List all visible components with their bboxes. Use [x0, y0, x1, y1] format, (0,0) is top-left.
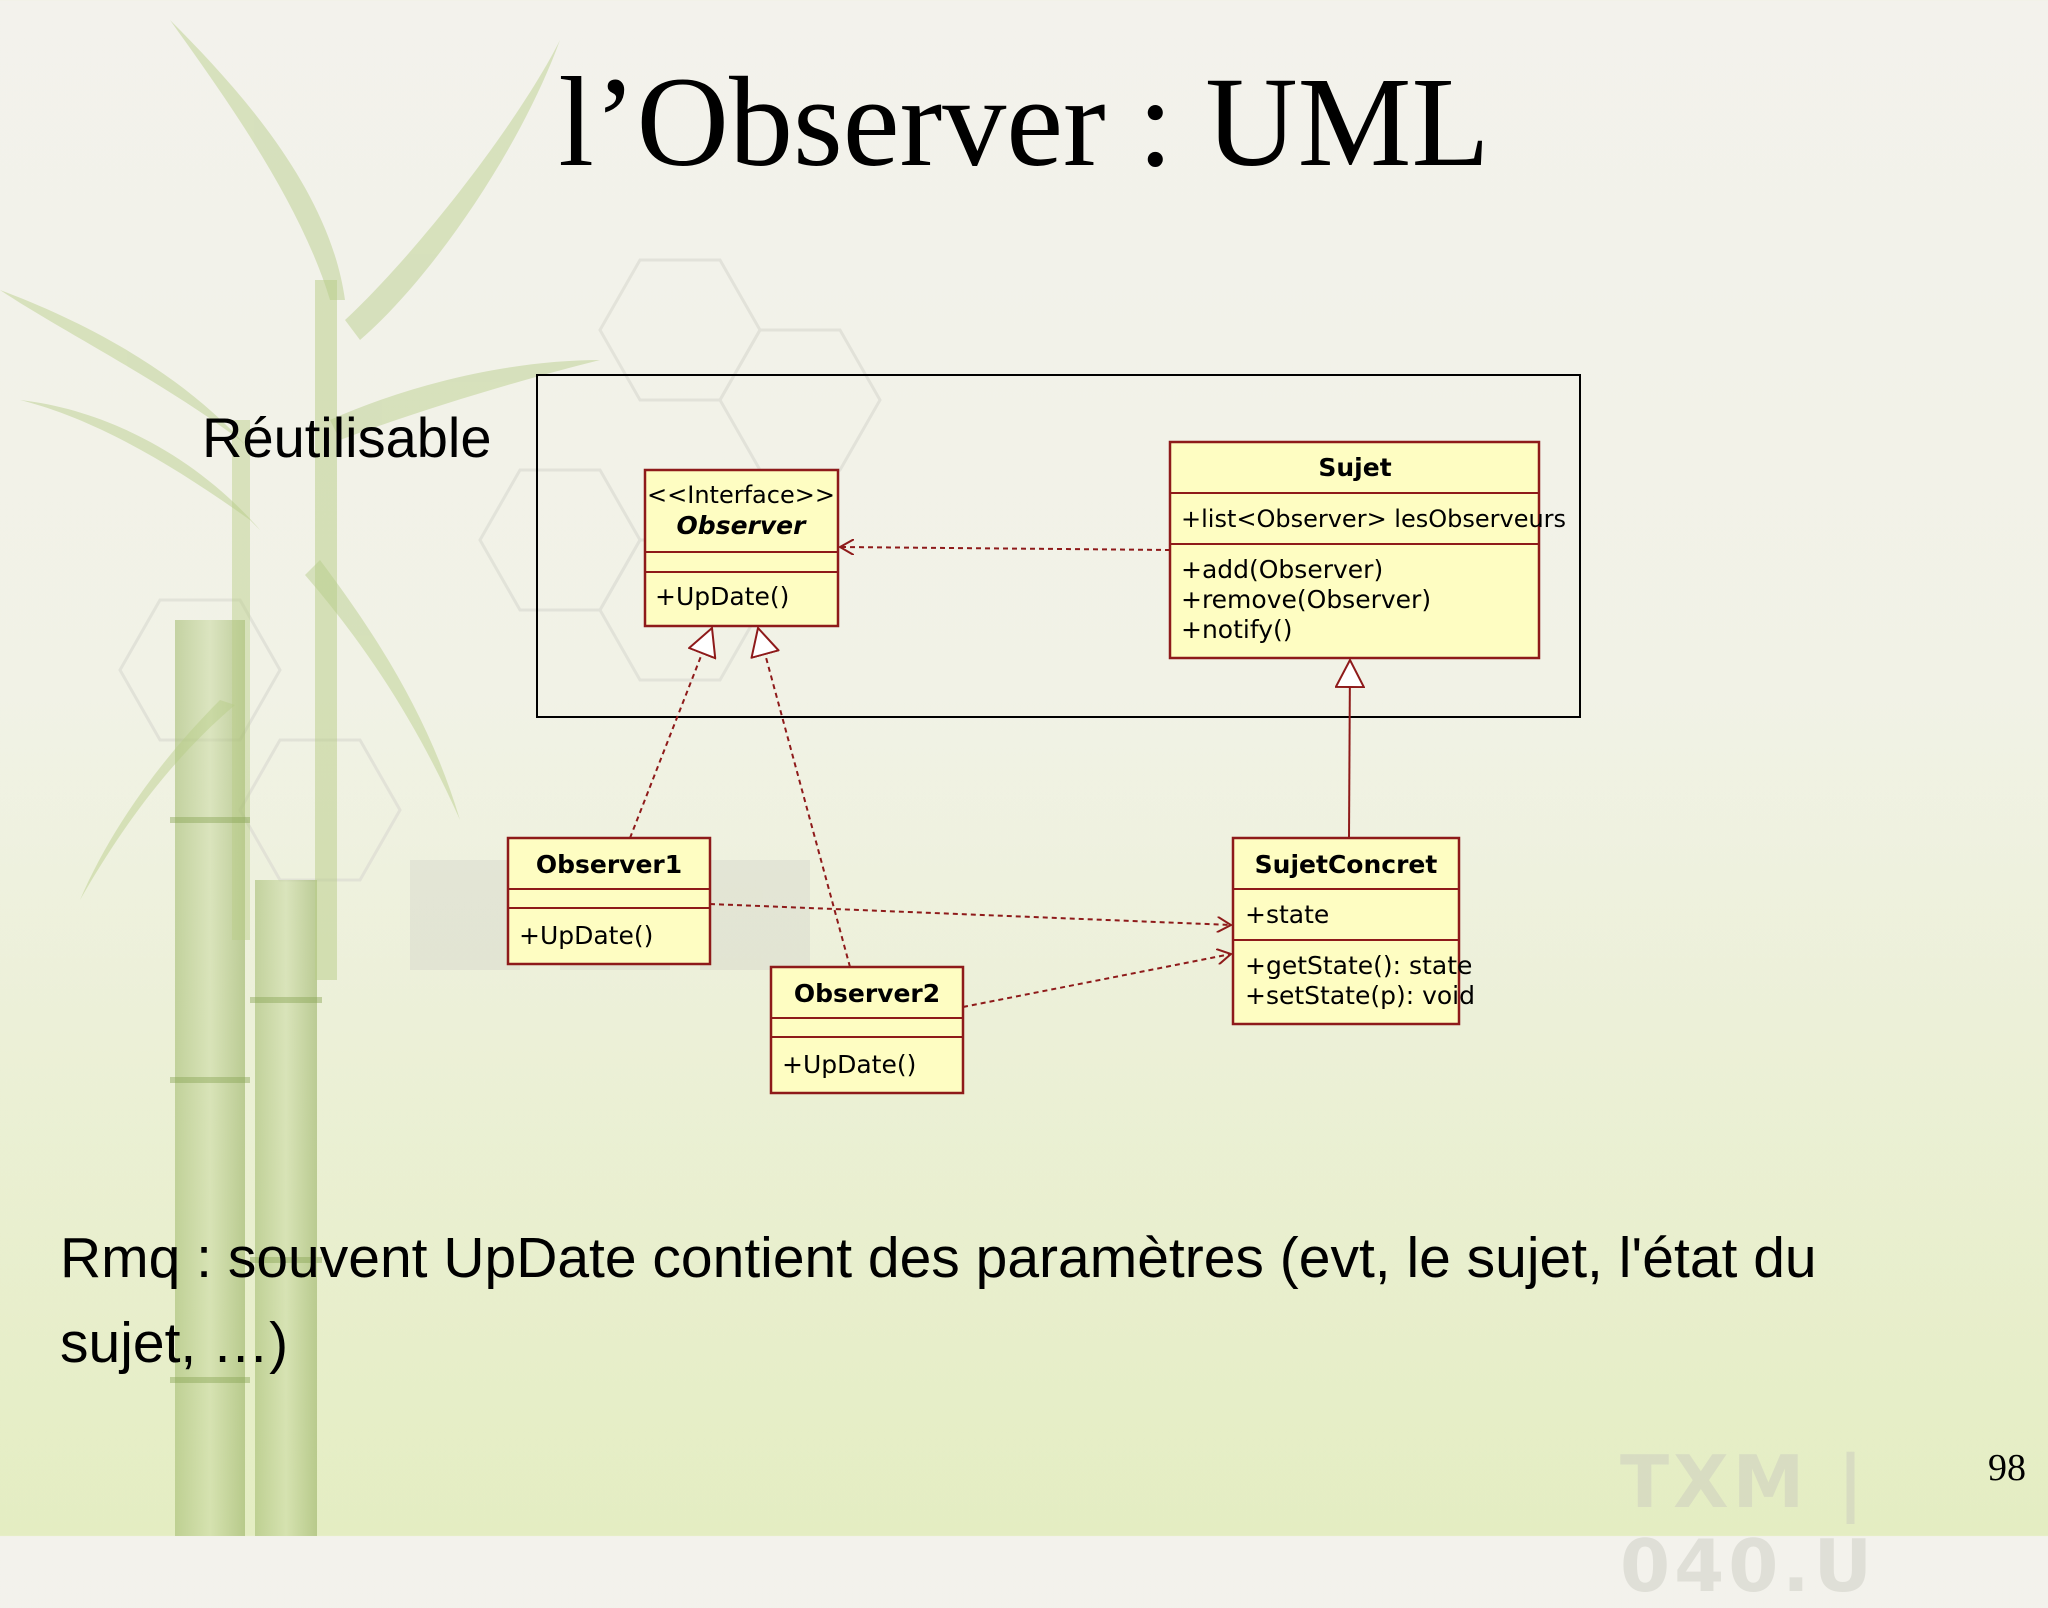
observer-operation: +UpDate(): [655, 582, 789, 611]
sujetconcret-attribute: +state: [1245, 900, 1329, 929]
slide: l’Observer : UML Réutilisable <<Interfac…: [0, 0, 2048, 1536]
realization-observer1-to-observer: [630, 628, 712, 838]
observer1-class: Observer1 +UpDate(): [508, 838, 710, 964]
observer-stereotype: <<Interface>>: [647, 481, 835, 509]
note-text: Rmq : souvent UpDate contient des paramè…: [60, 1216, 1940, 1386]
dependency-observer1-to-sujetconcret: [710, 904, 1231, 925]
observer2-name: Observer2: [794, 979, 940, 1008]
observer-interface-class: <<Interface>> Observer +UpDate(): [645, 470, 838, 626]
dependency-observer2-to-sujetconcret: [963, 954, 1231, 1007]
sujet-operation-remove: +remove(Observer): [1181, 585, 1431, 614]
sujetconcret-operation-setstate: +setState(p): void: [1245, 981, 1475, 1010]
sujetconcret-operation-getstate: +getState(): state: [1245, 951, 1472, 980]
observer-name: Observer: [677, 511, 808, 540]
observer2-class: Observer2 +UpDate(): [771, 967, 963, 1093]
realization-observer2-to-observer: [758, 628, 850, 967]
generalization-sujetconcret-to-sujet: [1349, 660, 1350, 838]
observer1-name: Observer1: [536, 850, 682, 879]
sujet-attribute: +list<Observer> lesObserveurs: [1181, 505, 1566, 533]
dependency-sujet-to-observer: [840, 547, 1170, 550]
page-number: 98: [1988, 1446, 2026, 1490]
watermark-logo: TXM | 040.U: [1620, 1440, 2048, 1608]
sujet-operation-add: +add(Observer): [1181, 555, 1383, 584]
observer2-operation: +UpDate(): [782, 1050, 916, 1079]
sujet-operation-notify: +notify(): [1181, 615, 1293, 644]
sujetconcret-class: SujetConcret +state +getState(): state +…: [1233, 838, 1475, 1024]
sujetconcret-name: SujetConcret: [1255, 850, 1438, 879]
sujet-class: Sujet +list<Observer> lesObserveurs +add…: [1170, 442, 1566, 658]
sujet-name: Sujet: [1318, 453, 1391, 482]
observer1-operation: +UpDate(): [519, 921, 653, 950]
